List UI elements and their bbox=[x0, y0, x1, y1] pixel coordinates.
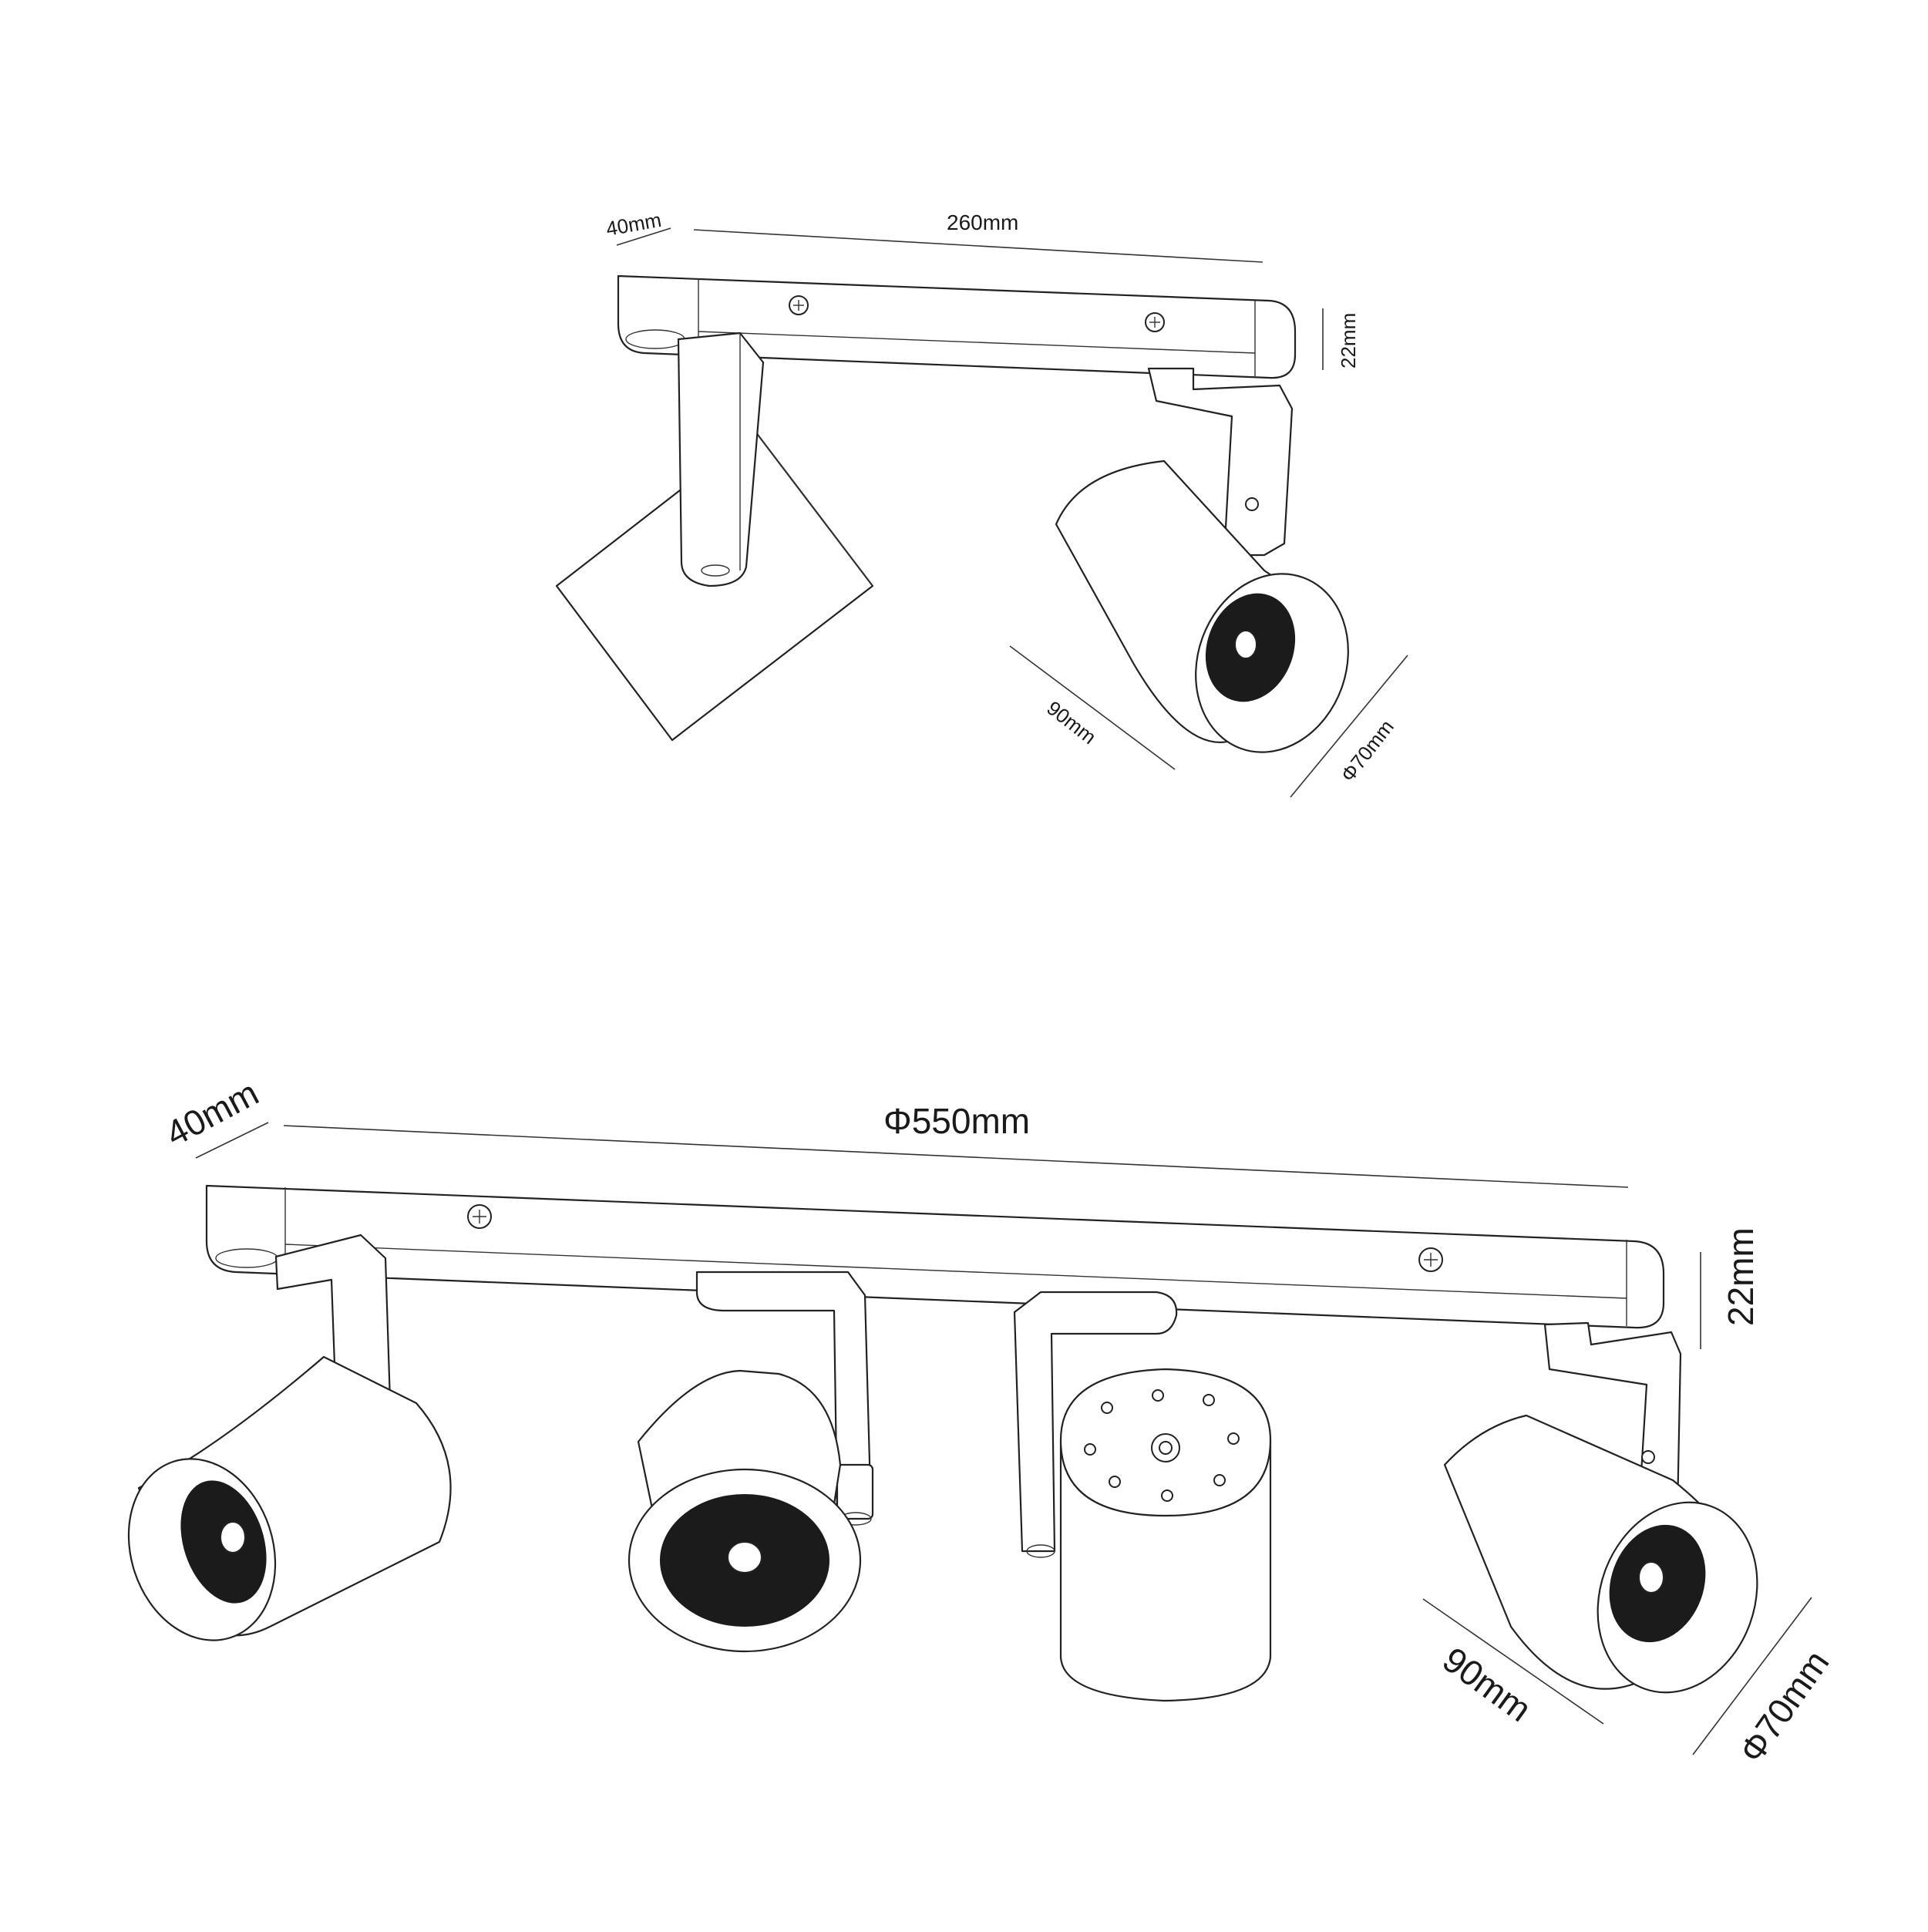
top-depth-label: 40mm bbox=[604, 208, 663, 241]
screw-icon bbox=[789, 295, 809, 315]
bottom-height-label: 22mm bbox=[1721, 1227, 1761, 1326]
top-right-spot bbox=[1055, 367, 1349, 753]
top-left-spot bbox=[555, 332, 874, 742]
screw-icon bbox=[1245, 497, 1259, 511]
bottom-length-label: Φ550mm bbox=[883, 1101, 1030, 1141]
screw-icon bbox=[467, 1204, 492, 1229]
top-fixture: 40mm 260mm 22mm 90mm Φ70mm bbox=[555, 208, 1408, 798]
top-dimensions bbox=[616, 227, 1408, 798]
top-spot-diameter-label: Φ70mm bbox=[1336, 715, 1398, 786]
screw-icon bbox=[1418, 1247, 1443, 1272]
bottom-dimensions bbox=[195, 1122, 1812, 1755]
bottom-base-bar bbox=[205, 1184, 1665, 1329]
top-length-label: 260mm bbox=[947, 210, 1018, 234]
bottom-spot-1 bbox=[127, 1234, 452, 1641]
bottom-spot-2 bbox=[628, 1271, 874, 1653]
bottom-depth-label: 40mm bbox=[159, 1072, 264, 1154]
bottom-spot-length-label: 90mm bbox=[1435, 1639, 1539, 1729]
bottom-spot-3 bbox=[1013, 1291, 1272, 1702]
screw-icon bbox=[1641, 1450, 1655, 1464]
top-spot-length-label: 90mm bbox=[1042, 696, 1100, 749]
screw-icon bbox=[1145, 312, 1165, 332]
top-height-label: 22mm bbox=[1337, 313, 1360, 369]
bottom-spot-4 bbox=[1443, 1321, 1758, 1694]
top-base-bar bbox=[617, 274, 1297, 379]
bottom-spot-diameter-label: Φ70mm bbox=[1731, 1643, 1837, 1770]
bottom-fixture: 40mm Φ550mm 22mm 90mm Φ70mm bbox=[127, 1072, 1837, 1770]
